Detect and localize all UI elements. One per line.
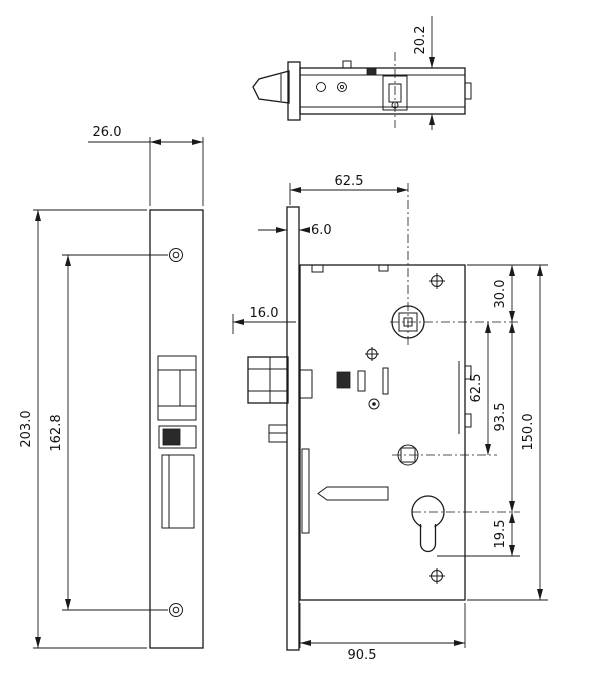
dim-faceplate-height: 203.0 bbox=[19, 209, 147, 649]
dim-top-to-spindle: 30.0 bbox=[467, 264, 548, 322]
centerlines bbox=[390, 183, 520, 513]
dim-cylinder-offset: 19.5 bbox=[437, 512, 520, 557]
latch-opening bbox=[157, 355, 197, 421]
guide-slot bbox=[382, 367, 389, 395]
dim-latch-offset: 16.0 bbox=[232, 306, 296, 334]
dim-spindle-to-cylinder-label: 93.5 bbox=[493, 403, 508, 432]
top-notch bbox=[311, 264, 324, 273]
strike-tab bbox=[342, 60, 352, 69]
spring-strip bbox=[301, 448, 310, 534]
side-view bbox=[247, 206, 472, 651]
screw-hole-top bbox=[169, 248, 183, 262]
deadbolt-bar bbox=[317, 486, 389, 501]
latch-bolt bbox=[247, 356, 313, 404]
rear-tab bbox=[464, 82, 472, 100]
pivot-pin bbox=[368, 398, 380, 410]
dim-backset: 62.5 bbox=[289, 174, 408, 205]
screw-center bbox=[365, 347, 379, 361]
dim-top-to-spindle-label: 30.0 bbox=[493, 280, 508, 309]
faceplate-section bbox=[287, 61, 301, 121]
rear-tab-lower bbox=[464, 413, 472, 428]
stop-block bbox=[366, 67, 377, 76]
deadbolt-opening bbox=[161, 454, 195, 529]
latch-bolt-section bbox=[252, 70, 290, 104]
screw-hole bbox=[316, 82, 326, 92]
spring-block bbox=[336, 371, 351, 389]
screw-hole-bottom bbox=[169, 603, 183, 617]
auxiliary-block bbox=[268, 424, 288, 443]
dim-screw-spacing: 162.8 bbox=[49, 254, 168, 611]
dim-faceplate-width: 26.0 bbox=[88, 125, 204, 206]
lock-case bbox=[299, 264, 466, 601]
screw-hole bbox=[337, 82, 347, 92]
dim-faceplate-thickness: 6.0 bbox=[258, 223, 332, 238]
dim-case-thickness-label: 20.2 bbox=[413, 26, 428, 55]
faceplate-edge bbox=[286, 206, 300, 651]
rear-tab-upper bbox=[464, 365, 472, 380]
dim-faceplate-width-label: 26.0 bbox=[93, 125, 122, 140]
faceplate-view bbox=[149, 209, 204, 649]
dim-case-height: 150.0 bbox=[467, 265, 548, 601]
dim-case-height-label: 150.0 bbox=[521, 413, 536, 450]
top-view bbox=[252, 52, 472, 128]
lever-slot bbox=[357, 370, 366, 392]
faceplate bbox=[149, 209, 204, 649]
dim-faceplate-height-label: 203.0 bbox=[19, 410, 34, 447]
dim-cylinder-offset-label: 19.5 bbox=[493, 520, 508, 549]
dim-backset-label: 62.5 bbox=[335, 174, 364, 189]
dim-spindle-to-cylinder: 93.5 bbox=[493, 322, 515, 512]
screw-top-right bbox=[429, 273, 445, 289]
dim-latch-offset-label: 16.0 bbox=[250, 306, 279, 321]
dim-case-depth-label: 90.5 bbox=[348, 648, 377, 663]
dim-spindle-to-follower: 62.5 bbox=[469, 322, 491, 455]
dim-case-thickness: 20.2 bbox=[413, 16, 435, 130]
dim-spindle-to-follower-label: 62.5 bbox=[469, 374, 484, 403]
screw-bottom-right bbox=[429, 568, 445, 584]
dim-screw-spacing-label: 162.8 bbox=[49, 414, 64, 451]
dim-faceplate-thickness-label: 6.0 bbox=[311, 223, 332, 238]
auxiliary-bolt bbox=[158, 425, 197, 449]
euro-cylinder-hole bbox=[411, 495, 445, 553]
dim-case-depth: 90.5 bbox=[299, 603, 466, 663]
